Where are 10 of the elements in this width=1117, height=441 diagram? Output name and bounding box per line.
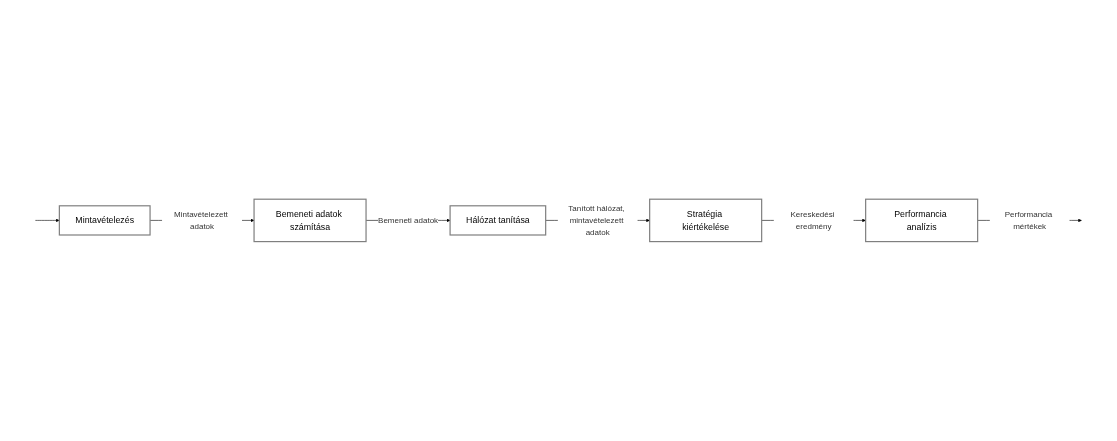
node-box: Bemeneti adatok számítása: [253, 198, 367, 243]
node-box: Stratégia kiértékelése: [649, 198, 763, 243]
edge-label: Mintavételezett adatok: [174, 210, 228, 231]
node-box: Mintavételezés: [58, 205, 151, 236]
edge-label: Bemeneti adatok: [378, 216, 439, 225]
edge-label: Kereskedési eredmény: [790, 210, 835, 231]
edge-label: Performancia mértékek: [1004, 210, 1053, 231]
node-box: Hálózat tanítása: [449, 205, 547, 236]
node-box: Performancia analízis: [865, 198, 979, 243]
edge-label: Tanított hálózat, mintavételezett adatok: [568, 204, 625, 237]
